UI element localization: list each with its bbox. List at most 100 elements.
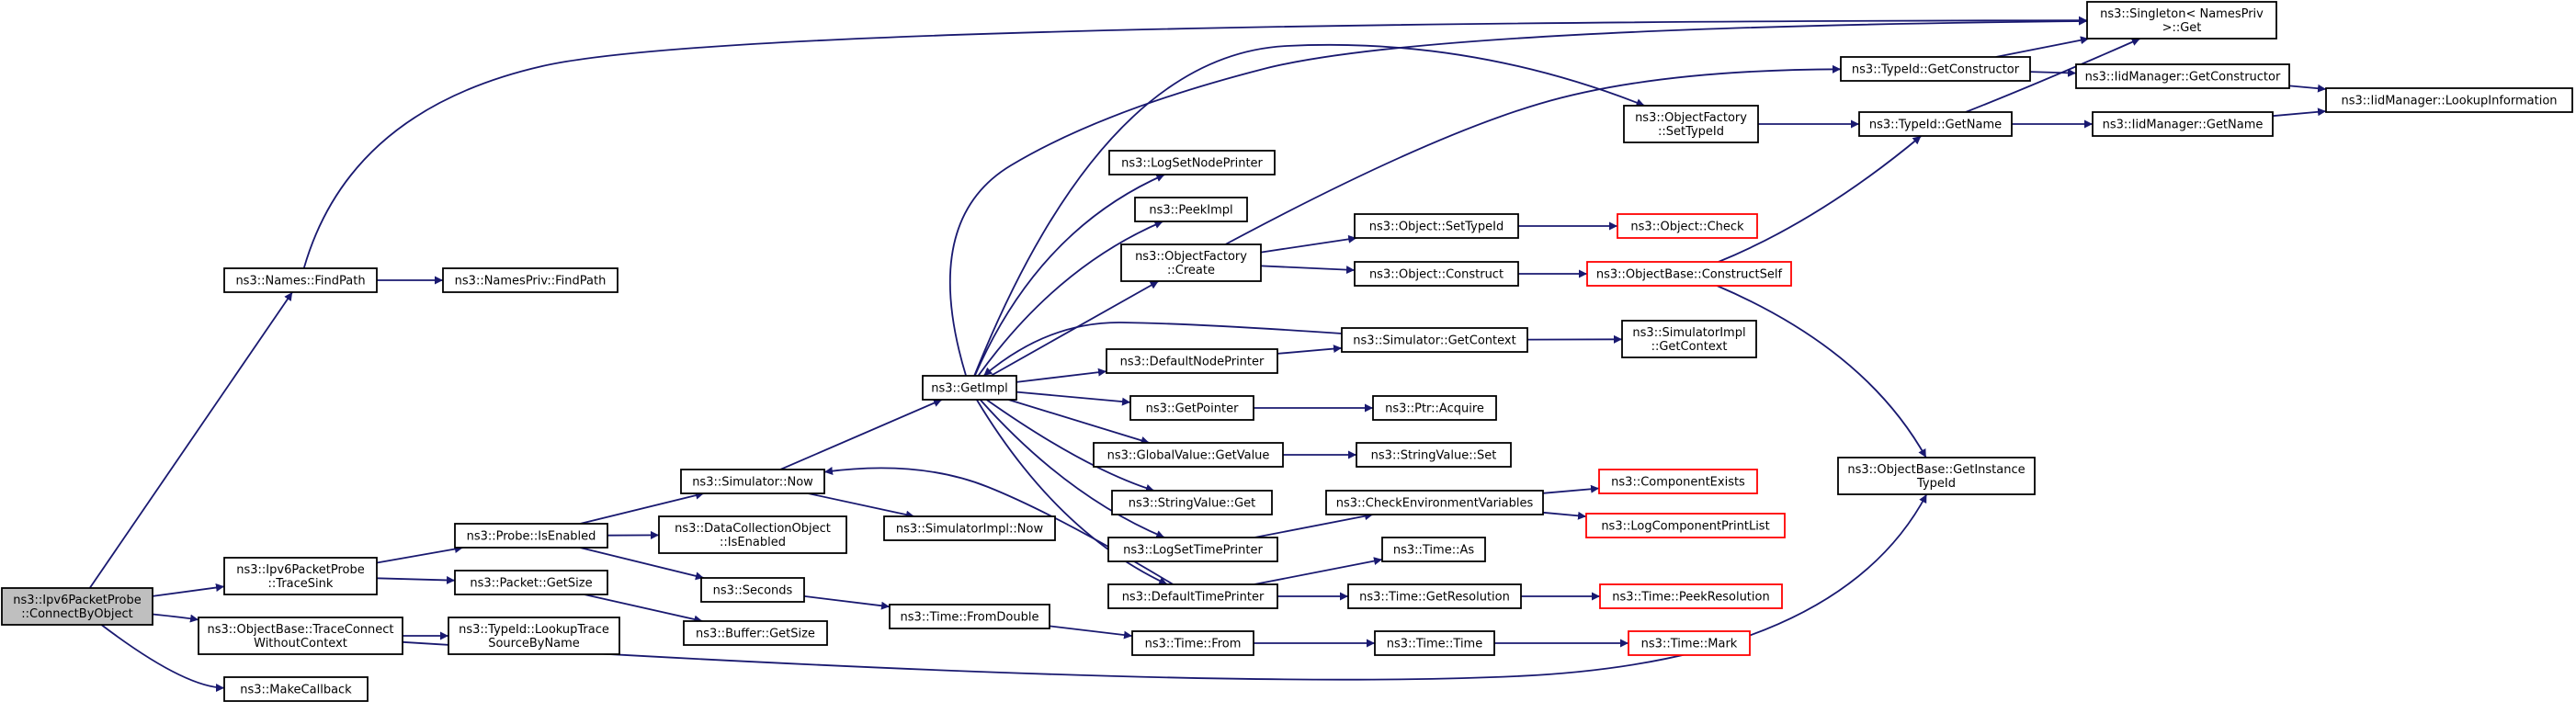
function-node-box [1837,457,2036,495]
call-edge-root-to-names_findpath [88,291,293,589]
function-node-object_construct[interactable]: ns3::Object::Construct [1354,261,1519,287]
function-node-iid_getconstructor[interactable]: ns3::IidManager::GetConstructor [2075,63,2290,89]
function-node-probe_isenabled[interactable]: ns3::Probe::IsEnabled [454,523,608,549]
function-node-box [1372,395,1497,421]
function-node-buffer_getsize[interactable]: ns3::Buffer::GetSize [683,620,828,646]
function-node-box [680,469,825,494]
function-node-label: ns3::Buffer::GetSize [696,628,815,641]
function-node-time_as[interactable]: ns3::Time::As [1381,537,1486,562]
function-node-label: ns3::DefaultNodePrinter [1120,356,1265,369]
function-node-defaultnodeprinter[interactable]: ns3::DefaultNodePrinter [1106,348,1278,374]
function-node-namespriv_findpath[interactable]: ns3::NamesPriv::FindPath [442,267,618,293]
function-node-label: ns3::Packet::GetSize [470,577,592,591]
function-node-simimpl_getcontext[interactable]: ns3::SimulatorImpl::GetContext [1621,320,1757,358]
function-node-time_getresolution[interactable]: ns3::Time::GetResolution [1347,583,1522,609]
call-edge-getimpl-to-logsetnodeprinter [973,174,1165,377]
function-node-tracesink[interactable]: ns3::Ipv6PacketProbe::TraceSink [223,557,378,595]
function-node-objfactory_settypeid[interactable]: ns3::ObjectFactory::SetTypeId [1623,105,1759,143]
function-node-logsettimeprinter[interactable]: ns3::LogSetTimePrinter [1107,537,1278,562]
function-node-traceconnect[interactable]: ns3::ObjectBase::TraceConnectWithoutCont… [198,617,403,655]
function-node-label: ns3::LogComponentPrintList [1601,520,1769,534]
function-node-simimpl_now[interactable]: ns3::SimulatorImpl::Now [883,515,1056,541]
function-node-label: ns3::Ipv6PacketProbe [13,594,142,607]
call-edge-typeid_getname-to-singleton_get [1965,38,2141,113]
function-node-logcomponentprintlist[interactable]: ns3::LogComponentPrintList [1585,513,1786,538]
function-node-makecallback[interactable]: ns3::MakeCallback [223,676,369,702]
function-node-peekimpl[interactable]: ns3::PeekImpl [1134,197,1248,222]
function-node-object_settypeid[interactable]: ns3::Object::SetTypeId [1354,213,1519,239]
function-node-label: ns3::StringValue::Get [1129,497,1255,511]
function-node-sim_getcontext[interactable]: ns3::Simulator::GetContext [1341,327,1528,353]
call-edge-getimpl-to-singleton_get [948,17,2088,377]
function-node-box [1628,630,1751,656]
function-node-objfactory_create[interactable]: ns3::ObjectFactory::Create [1120,243,1262,282]
function-node-logsetnodeprinter[interactable]: ns3::LogSetNodePrinter [1108,150,1276,175]
function-node-label: ns3::TypeId::LookupTrace [459,623,609,637]
function-node-label: ns3::Simulator::Now [692,476,813,490]
call-edge-defaultnodeprinter-to-sim_getcontext [1277,345,1343,355]
call-edge-objfactory_create-to-object_construct [1260,265,1356,275]
function-node-stringvalue_get[interactable]: ns3::StringValue::Get [1111,490,1273,515]
function-node-typeid_getname[interactable]: ns3::TypeId::GetName [1858,111,2013,137]
function-node-getimpl[interactable]: ns3::GetImpl [922,375,1017,401]
function-node-time_from[interactable]: ns3::Time::From [1131,630,1254,656]
function-node-iid_getname[interactable]: ns3::IidManager::GetName [2092,111,2274,137]
function-node-label: ns3::StringValue::Set [1371,449,1497,463]
function-node-stringvalue_set[interactable]: ns3::StringValue::Set [1356,442,1512,468]
call-edge-checkenv-to-componentexists [1542,484,1600,494]
function-node-label: ns3::Singleton< NamesPriv [2100,7,2264,21]
call-edge-checkenv-to-logcomponentprintlist [1542,511,1587,520]
function-node-defaulttimeprinter[interactable]: ns3::DefaultTimePrinter [1107,583,1278,609]
function-node-globalvalue_getvalue[interactable]: ns3::GlobalValue::GetValue [1093,442,1284,468]
function-node-label: ns3::Object::Construct [1369,268,1504,282]
function-node-label: ns3::Time::As [1393,544,1475,558]
function-node-label: ns3::Time::PeekResolution [1612,591,1769,605]
function-node-label: ns3::ObjectFactory [1135,250,1247,264]
function-node-box [2325,87,2573,113]
function-node-time_peekresolution[interactable]: ns3::Time::PeekResolution [1599,583,1783,609]
function-node-ptr_acquire[interactable]: ns3::Ptr::Acquire [1372,395,1497,421]
function-node-object_check[interactable]: ns3::Object::Check [1617,213,1758,239]
function-node-label: ns3::NamesPriv::FindPath [455,275,607,289]
function-node-label: ns3::ObjectBase::ConstructSelf [1596,268,1783,282]
function-node-box [2092,111,2274,137]
function-node-label: ns3::GlobalValue::GetValue [1107,449,1270,463]
function-node-label: ns3::Object::Check [1630,221,1744,234]
function-node-dco_isenabled[interactable]: ns3::DataCollectionObject::IsEnabled [658,515,847,554]
function-node-time_mark[interactable]: ns3::Time::Mark [1628,630,1751,656]
function-node-seconds[interactable]: ns3::Seconds [700,577,805,603]
function-node-label: ns3::ObjectBase::GetInstance [1847,463,2025,477]
function-node-getpointer[interactable]: ns3::GetPointer [1129,395,1254,421]
function-node-singleton_get[interactable]: ns3::Singleton< NamesPriv >::Get [2086,1,2277,40]
call-edge-seconds-to-time_fromdouble [803,595,891,610]
function-node-box [1617,213,1758,239]
function-node-box [223,267,378,293]
function-node-label: ::IsEnabled [720,536,786,549]
function-node-packet_getsize[interactable]: ns3::Packet::GetSize [454,570,608,595]
function-node-box [454,570,608,595]
call-edge-tracesink-to-probe_isenabled [376,545,463,564]
function-node-label: ns3::IidManager::GetConstructor [2085,71,2281,85]
function-node-typeid_getconstructor[interactable]: ns3::TypeId::GetConstructor [1840,56,2031,82]
function-node-componentexists[interactable]: ns3::ComponentExists [1598,469,1758,494]
function-node-label: ns3::Object::SetTypeId [1369,221,1504,234]
function-node-iid_lookupinfo[interactable]: ns3::IidManager::LookupInformation [2325,87,2573,113]
function-node-box [198,617,403,655]
function-node-label: ::GetContext [1651,340,1728,354]
call-edge-names_findpath-to-singleton_get [302,16,2088,269]
function-node-checkenv[interactable]: ns3::CheckEnvironmentVariables [1325,490,1544,515]
function-node-objbase_constructself[interactable]: ns3::ObjectBase::ConstructSelf [1586,261,1792,287]
function-node-time_time[interactable]: ns3::Time::Time [1374,630,1495,656]
function-node-box [1354,213,1519,239]
function-node-label: ::Create [1167,264,1215,277]
function-node-label: ns3::PeekImpl [1149,204,1232,218]
function-node-names_findpath[interactable]: ns3::Names::FindPath [223,267,378,293]
function-node-box [448,617,620,655]
call-edge-iid_getname-to-iid_lookupinfo [2272,108,2327,118]
function-node-time_fromdouble[interactable]: ns3::Time::FromDouble [889,604,1050,629]
call-edge-getimpl-to-defaulttimeprinter [976,399,1168,585]
function-node-label: ::TraceSink [268,577,334,591]
function-node-simulator_now[interactable]: ns3::Simulator::Now [680,469,825,494]
